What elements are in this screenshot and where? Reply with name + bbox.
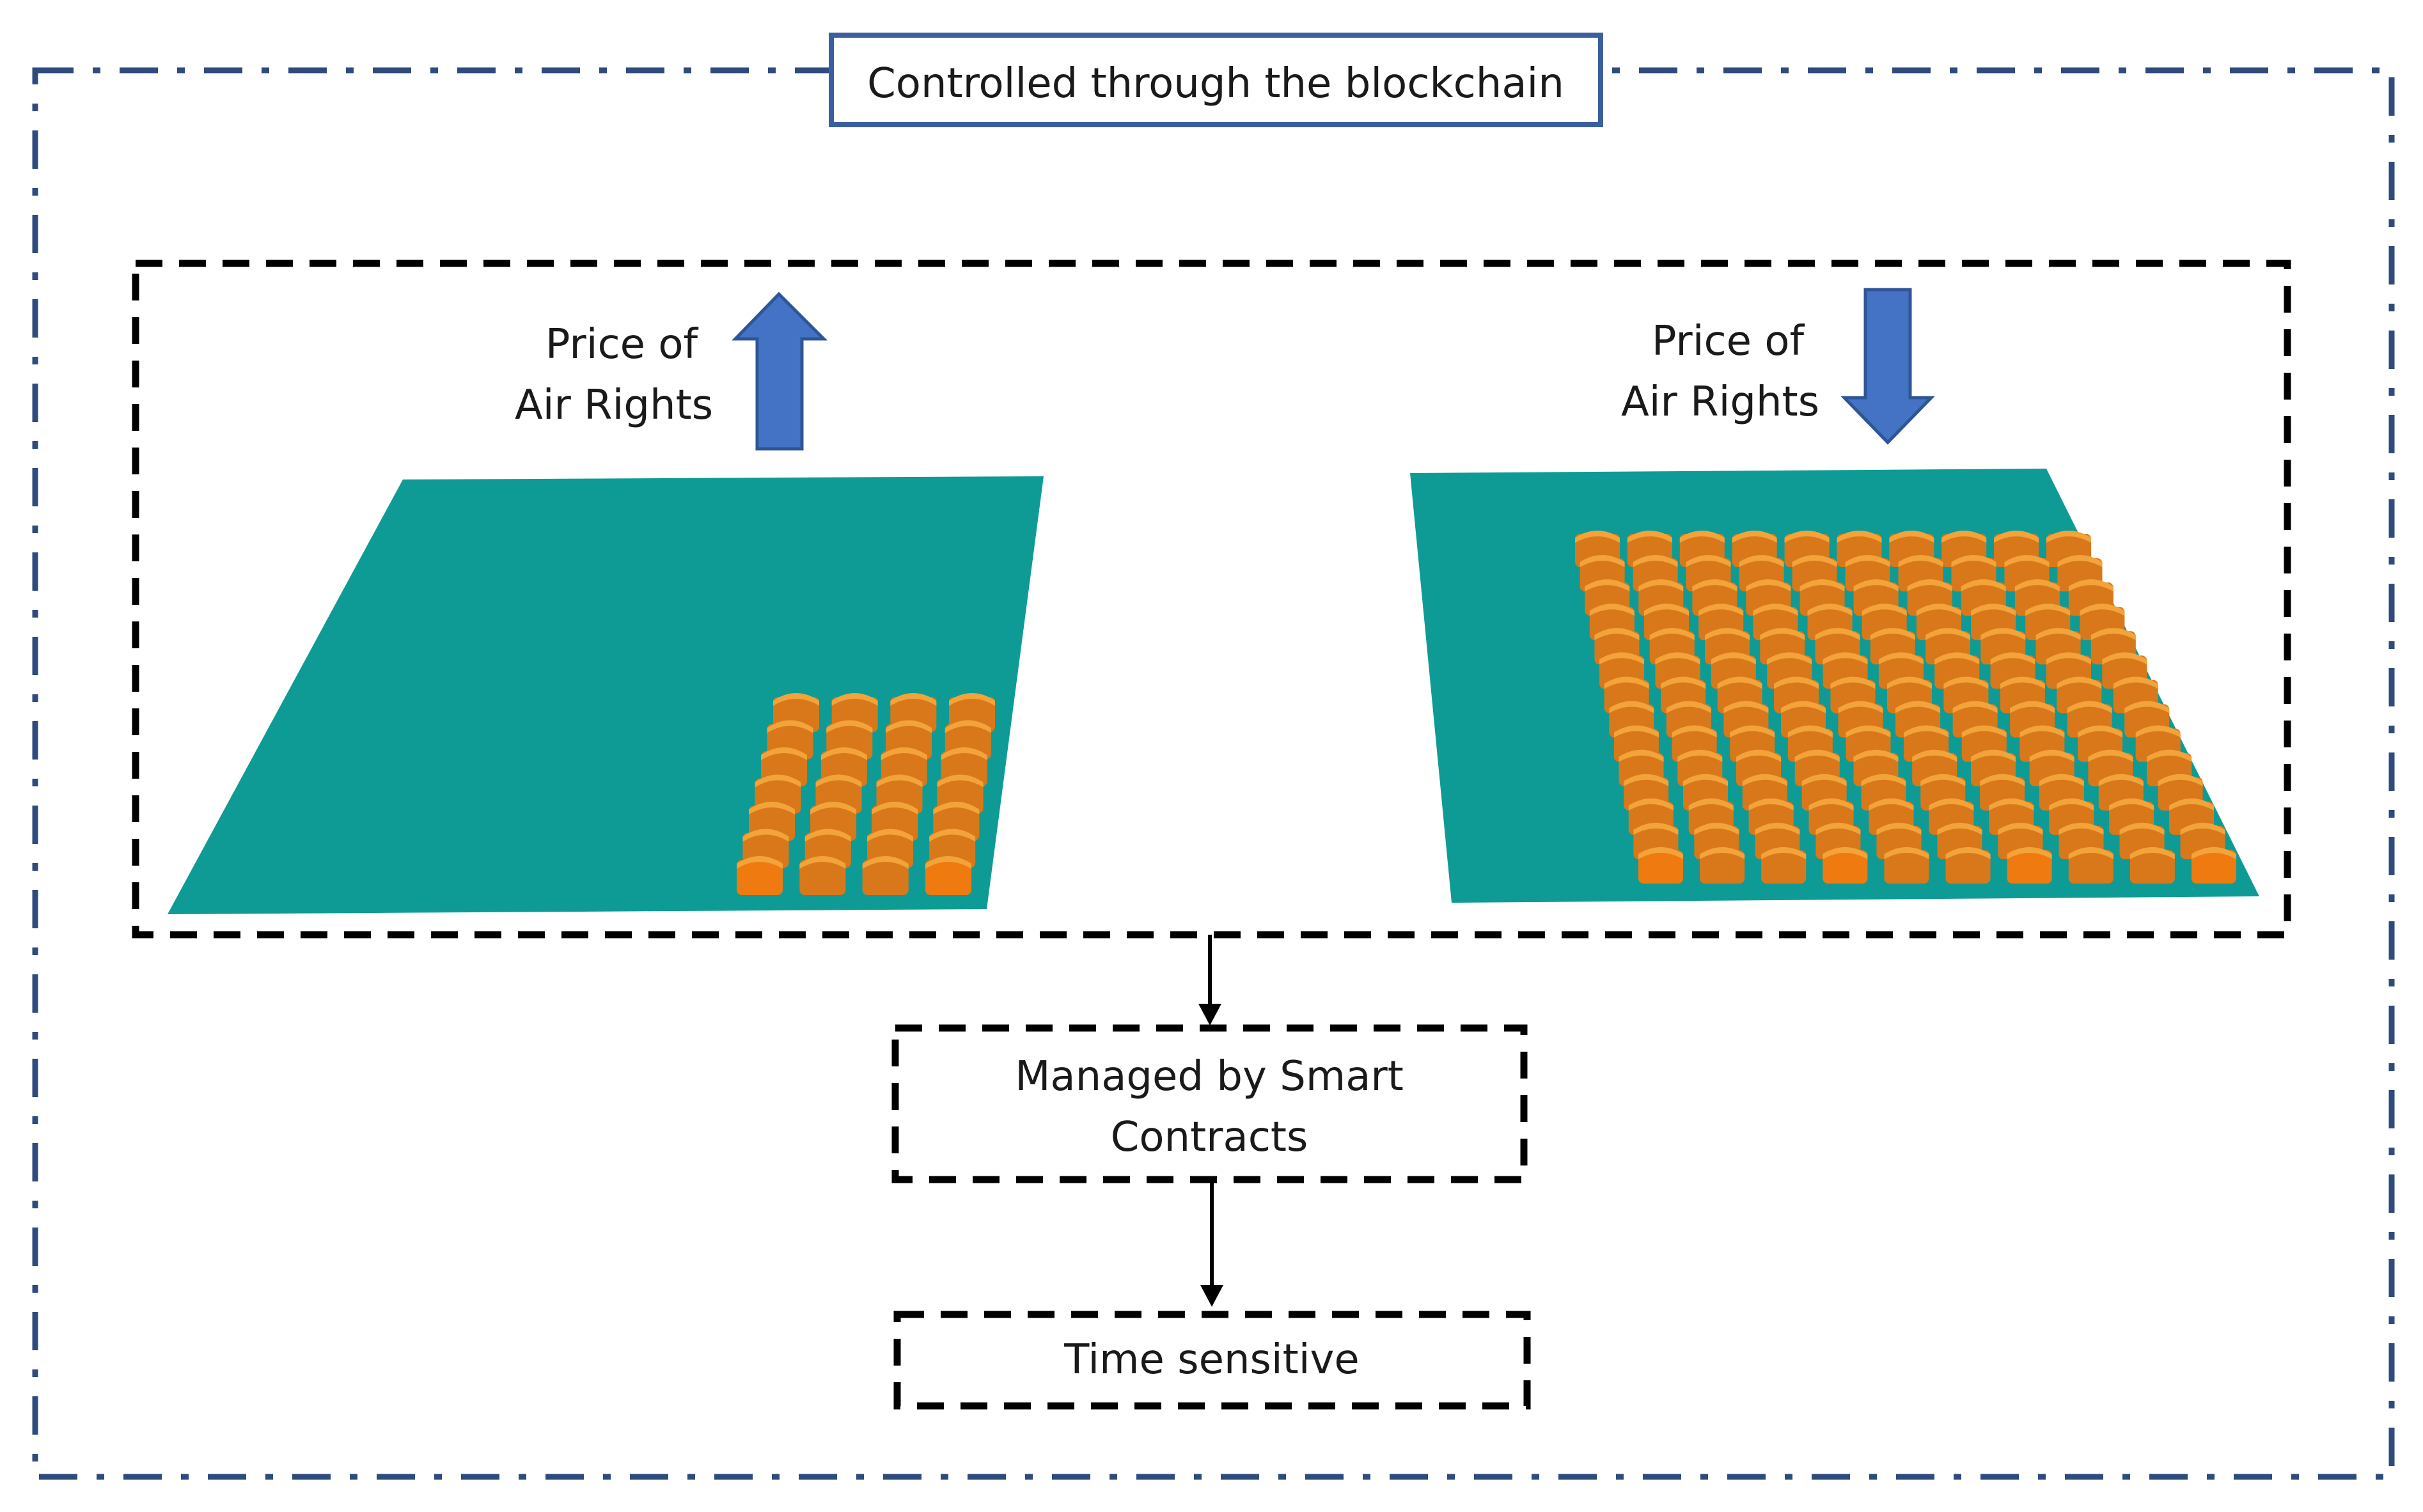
- blockchain-frame: [32, 67, 2395, 1480]
- time-sensitive-label: Time sensitive: [1063, 1336, 1360, 1383]
- flow-arrow-2: [1200, 1180, 1223, 1307]
- smart-contracts-box: [891, 1024, 1528, 1183]
- building-block: [2007, 847, 2052, 884]
- building-block: [1945, 847, 1991, 884]
- frame-title-box: [829, 33, 1603, 127]
- building-block: [2192, 847, 2236, 884]
- smart-contracts-line1: Managed by Smart: [1015, 1053, 1404, 1100]
- building-block: [1700, 847, 1745, 884]
- building-block: [1761, 847, 1807, 884]
- frame-title: Controlled through the blockchain: [867, 60, 1564, 107]
- smart-contracts-line2: Contracts: [1111, 1114, 1308, 1161]
- building-block: [925, 856, 971, 895]
- building-block: [862, 856, 909, 895]
- scenario-box: [132, 260, 2291, 939]
- building-block: [2068, 847, 2113, 884]
- building-block: [1638, 847, 1683, 884]
- flow-arrow-1: [1198, 935, 1221, 1025]
- price-label-right-line1: Price of: [1652, 318, 1805, 365]
- buildings-right: [1575, 531, 2236, 884]
- down-arrow-icon: [1840, 288, 1935, 445]
- building-block: [1823, 847, 1868, 884]
- price-label-left-line1: Price of: [545, 321, 699, 368]
- up-arrow-icon: [732, 292, 828, 451]
- scenario-left: Price of Air Rights: [168, 292, 1044, 914]
- price-label-left-line2: Air Rights: [515, 382, 713, 429]
- building-block: [1884, 847, 1929, 884]
- time-sensitive-box: [893, 1311, 1531, 1410]
- price-label-right-line2: Air Rights: [1621, 378, 1819, 426]
- buildings-left: [737, 693, 995, 895]
- scenario-right: Price of Air Rights: [1410, 288, 2259, 903]
- building-block: [799, 856, 846, 895]
- building-block: [2129, 847, 2175, 884]
- building-block: [737, 856, 783, 895]
